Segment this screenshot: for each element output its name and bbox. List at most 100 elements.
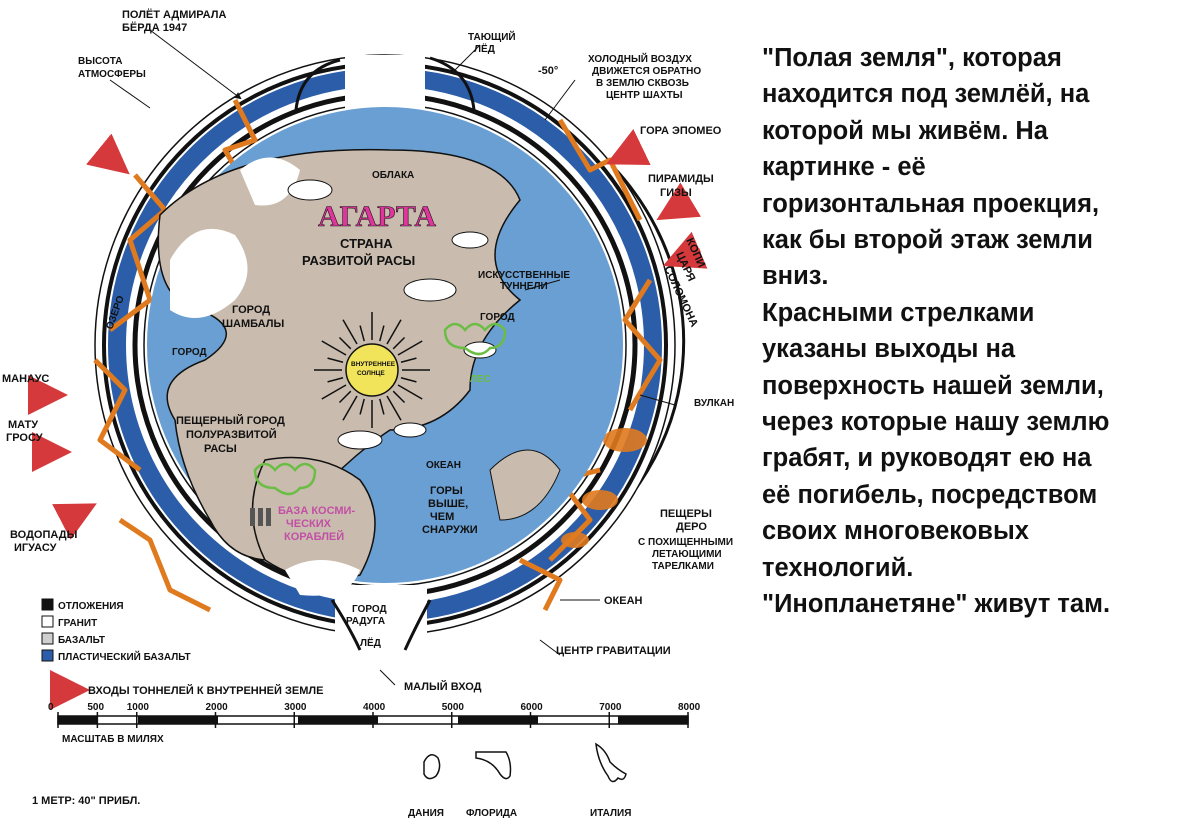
melting-ice-label-2: ЛЁД bbox=[474, 42, 495, 55]
caption-line: грабят, и руководят ею на bbox=[762, 440, 1192, 476]
stolen-label-2: ЛЕТАЮЩИМИ bbox=[652, 549, 722, 560]
ocean-inner-label: ОКЕАН bbox=[426, 460, 461, 471]
caption-line: технологий. bbox=[762, 550, 1192, 586]
dero-caves-label-1: ПЕЩЕРЫ bbox=[660, 508, 712, 520]
agartha-subtitle-1: СТРАНА bbox=[340, 236, 393, 251]
caption-line: поверхность нашей земли, bbox=[762, 368, 1192, 404]
small-entrance-label: МАЛЫЙ ВХОД bbox=[404, 680, 482, 693]
legend-label-deposits: ОТЛОЖЕНИЯ bbox=[58, 601, 124, 612]
ratio-label: 1 МЕТР: 40" ПРИБЛ. bbox=[32, 795, 140, 807]
caption-line: через которые нашу землю bbox=[762, 404, 1192, 440]
iguazu-label-1: ВОДОПАДЫ bbox=[10, 529, 78, 541]
shambala-label-1: ГОРОД bbox=[232, 304, 270, 316]
mountains-label-2: ВЫШЕ, bbox=[428, 498, 468, 510]
caption-line: вниз. bbox=[762, 258, 1192, 294]
scale-tick-label: 5000 bbox=[442, 702, 465, 713]
inner-sun-label-2: СОЛНЦЕ bbox=[357, 370, 385, 377]
ocean-outer-label: ОКЕАН bbox=[604, 595, 643, 607]
italy-outline bbox=[596, 744, 626, 782]
rainbow-city-label-2: РАДУГА bbox=[346, 616, 385, 627]
agartha-subtitle-2: РАЗВИТОЙ РАСЫ bbox=[302, 253, 415, 268]
cave-city-label-1: ПЕЩЕРНЫЙ ГОРОД bbox=[176, 414, 285, 427]
scale-tick-label: 7000 bbox=[599, 702, 622, 713]
volcano-label: ВУЛКАН bbox=[694, 398, 734, 409]
legend-label-basalt: БАЗАЛЬТ bbox=[58, 635, 105, 646]
country-outlines bbox=[424, 744, 626, 782]
caption-line: которой мы живём. На bbox=[762, 113, 1192, 149]
cave-city-label-2: ПОЛУРАЗВИТОЙ bbox=[186, 428, 277, 441]
atmosphere-label-1: ВЫСОТА bbox=[78, 56, 122, 67]
cold-air-label-4: ЦЕНТР ШАХТЫ bbox=[606, 90, 683, 101]
caption-line: как бы второй этаж земли bbox=[762, 222, 1192, 258]
caption-line: находится под землёй, на bbox=[762, 76, 1192, 112]
inner-sun-label-1: ВНУТРЕННЕЕ bbox=[351, 361, 396, 368]
caption-line: картинке - её bbox=[762, 149, 1192, 185]
city-label-right: ГОРОД bbox=[480, 312, 515, 323]
caption-line: указаны выходы на bbox=[762, 331, 1192, 367]
agartha-title: АГАРТА bbox=[318, 200, 436, 233]
ice-label: ЛЁД bbox=[360, 636, 381, 649]
legend-swatch-plastic-basalt bbox=[42, 650, 53, 661]
mato-grosso-label-2: ГРОСУ bbox=[6, 432, 43, 444]
mountains-label-4: СНАРУЖИ bbox=[422, 524, 478, 536]
manaus-label: МАНАУС bbox=[2, 373, 49, 385]
scale-tick-label: 6000 bbox=[521, 702, 544, 713]
forest-label: ЛЕС bbox=[470, 374, 491, 385]
legend-swatch-basalt bbox=[42, 633, 53, 644]
mountains-label-1: ГОРЫ bbox=[430, 485, 463, 497]
scale-tick-label: 1000 bbox=[127, 702, 150, 713]
legend-arrow-label: ВХОДЫ ТОННЕЛЕЙ К ВНУТРЕННЕЙ ЗЕМЛЕ bbox=[88, 684, 323, 697]
country-label-italy: ИТАЛИЯ bbox=[590, 808, 631, 819]
byrd-flight-label-2: БЁРДА 1947 bbox=[122, 21, 187, 34]
stolen-label-3: ТАРЕЛКАМИ bbox=[652, 561, 714, 572]
scale-label: МАСШТАБ В МИЛЯХ bbox=[62, 734, 164, 745]
mato-grosso-label-1: МАТУ bbox=[8, 419, 38, 431]
country-label-denmark: ДАНИЯ bbox=[408, 808, 444, 819]
giza-label-1: ПИРАМИДЫ bbox=[648, 173, 714, 185]
legend-label-granite: ГРАНИТ bbox=[58, 618, 97, 629]
florida-outline bbox=[476, 752, 511, 779]
byrd-flight-label-1: ПОЛЁТ АДМИРАЛА bbox=[122, 8, 226, 21]
spaceship-base-label-3: КОРАБЛЕЙ bbox=[284, 530, 344, 543]
city-label-left: ГОРОД bbox=[172, 347, 207, 358]
caption-line: Красными стрелками bbox=[762, 295, 1192, 331]
caption-line: "Инопланетяне" живут там. bbox=[762, 586, 1192, 622]
scale-tick-label: 500 bbox=[87, 702, 104, 713]
shambala-label-2: ШАМБАЛЫ bbox=[222, 318, 284, 330]
cold-air-label-3: В ЗЕМЛЮ СКВОЗЬ bbox=[596, 78, 689, 89]
giza-label-2: ГИЗЫ bbox=[660, 187, 692, 199]
clouds-label: ОБЛАКА bbox=[372, 170, 414, 181]
spaceship-base-label-2: ЧЕСКИХ bbox=[286, 518, 332, 530]
scale-tick-label: 4000 bbox=[363, 702, 386, 713]
legend-swatch-deposits bbox=[42, 599, 53, 610]
tunnels-label-2: ТУННЕЛИ bbox=[500, 281, 548, 292]
scale-tick-label: 0 bbox=[48, 702, 54, 713]
country-label-florida: ФЛОРИДА bbox=[466, 808, 517, 819]
spaceship-base-label-1: БАЗА КОСМИ- bbox=[278, 505, 355, 517]
caption-line: своих многовековых bbox=[762, 513, 1192, 549]
rainbow-city-label-1: ГОРОД bbox=[352, 604, 387, 615]
stolen-label-1: С ПОХИЩЕННЫМИ bbox=[638, 537, 733, 548]
melting-ice-label-1: ТАЮЩИЙ bbox=[468, 30, 516, 43]
denmark-outline bbox=[424, 755, 440, 779]
mountains-label-3: ЧЕМ bbox=[430, 511, 454, 523]
caption-line: горизонтальная проекция, bbox=[762, 186, 1192, 222]
caption-line: её погибель, посредством bbox=[762, 477, 1192, 513]
cold-air-label-1: ХОЛОДНЫЙ ВОЗДУХ bbox=[588, 52, 692, 65]
dero-caves-label-2: ДЕРО bbox=[676, 521, 707, 533]
scale-tick-label: 2000 bbox=[206, 702, 229, 713]
iguazu-label-2: ИГУАСУ bbox=[14, 542, 57, 554]
gravity-center-label: ЦЕНТР ГРАВИТАЦИИ bbox=[556, 645, 671, 657]
scale-tick-label: 3000 bbox=[284, 702, 307, 713]
legend-swatch-granite bbox=[42, 616, 53, 627]
hollow-earth-diagram: АГАРТА СТРАНА РАЗВИТОЙ РАСЫ ПОЛЁТ АДМИРА… bbox=[0, 0, 760, 824]
mount-epomeo-label: ГОРА ЭПОМЕО bbox=[640, 125, 722, 137]
caption-line: "Полая земля", которая bbox=[762, 40, 1192, 76]
tunnels-label-1: ИСКУССТВЕННЫЕ bbox=[478, 270, 570, 281]
cold-air-label-2: ДВИЖЕТСЯ ОБРАТНО bbox=[592, 66, 701, 77]
cave-city-label-3: РАСЫ bbox=[204, 443, 237, 455]
atmosphere-label-2: АТМОСФЕРЫ bbox=[78, 69, 146, 80]
